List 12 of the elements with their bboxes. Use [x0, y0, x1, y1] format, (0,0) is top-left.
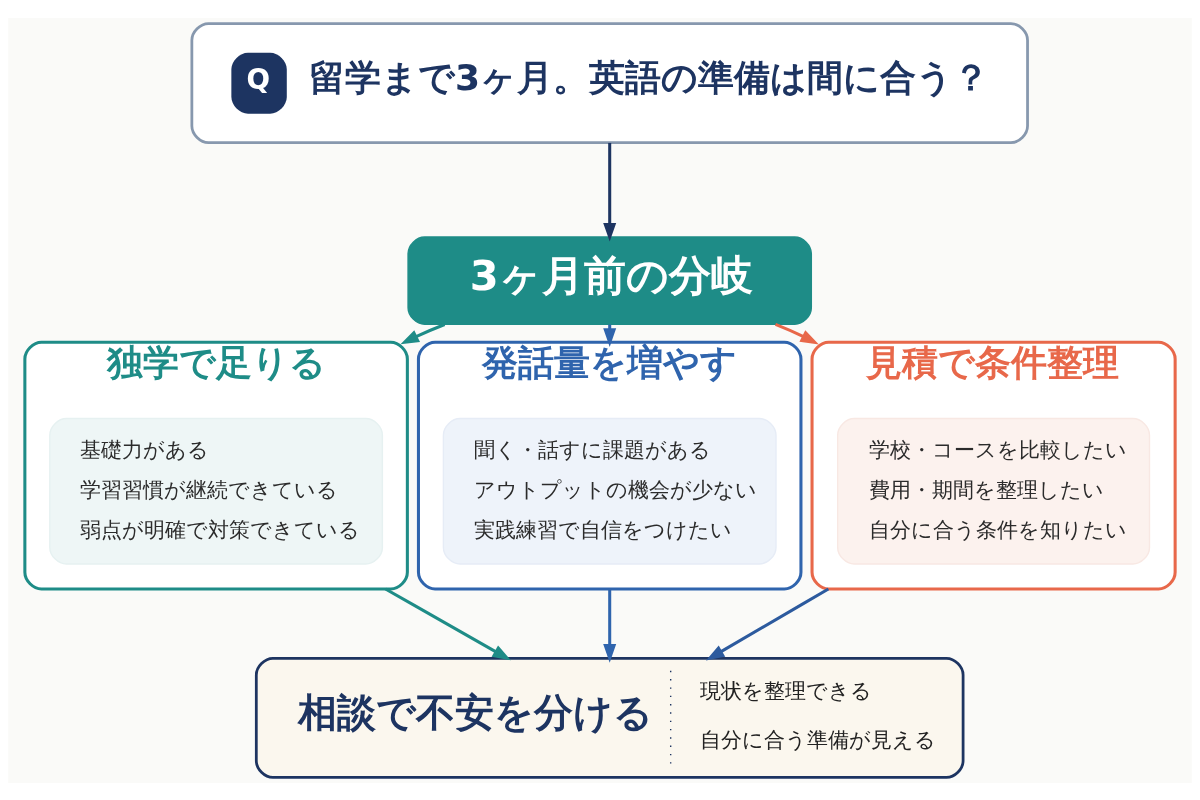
node-box: 相談で不安を分ける 現状を整理できる 自分に合う準備が見える	[254, 656, 965, 779]
arrow	[603, 588, 617, 663]
arrow	[400, 322, 446, 344]
arrow	[603, 142, 617, 242]
node-box: Q 留学まで3ヶ月。英語の準備は間に合う？	[190, 21, 1029, 144]
node-box: 基礎力がある 学習習慣が継続できている 弱点が明確で対策できている	[49, 417, 384, 565]
arrow	[774, 322, 819, 344]
node-box: 学校・コースを比較したい 費用・期間を整理したい 自分に合う条件を知りたい	[837, 417, 1151, 565]
node-box: 聞く・話すに課題がある アウトプットの機会が少ない 実践練習で自信をつけたい	[442, 417, 777, 565]
node-box: 3ヶ月前の分岐	[407, 235, 813, 325]
arrow	[705, 587, 830, 660]
arrow	[384, 587, 511, 660]
